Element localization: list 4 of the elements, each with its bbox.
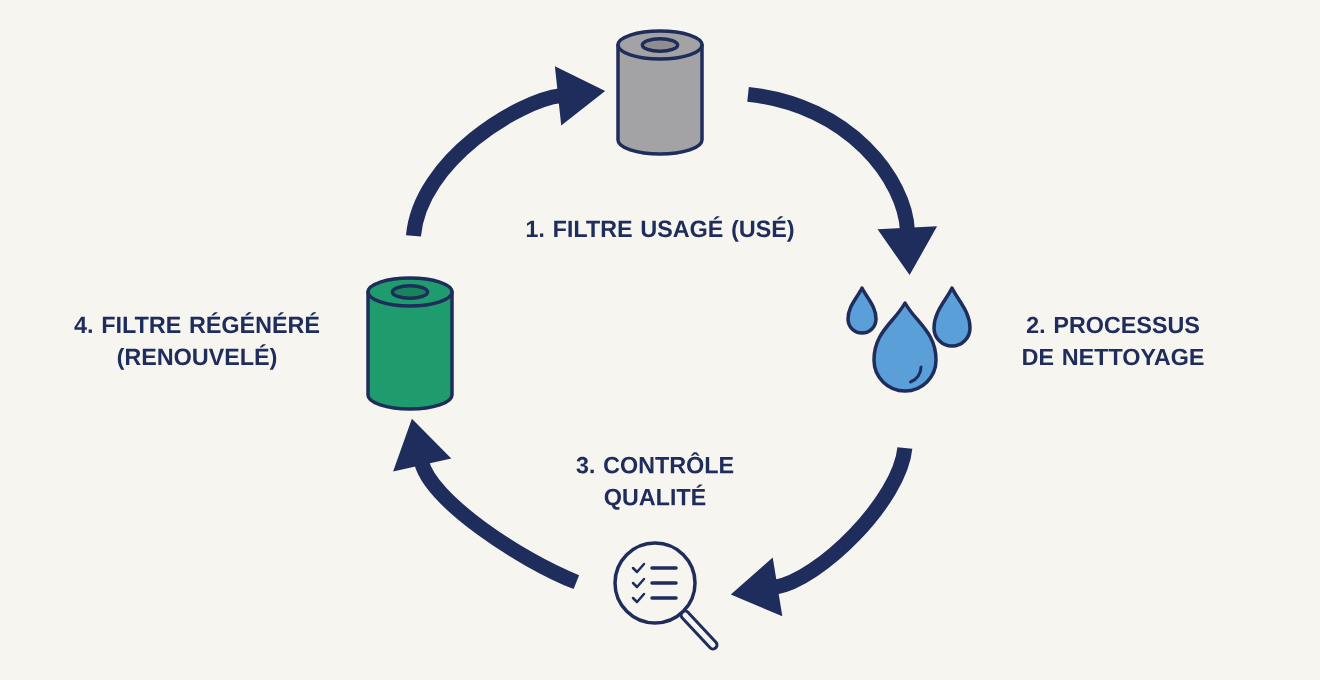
- step-label: 3. CONTRÔLE QUALITÉ: [576, 452, 734, 510]
- step-label: 4. FILTRE RÉGÉNÉRÉ (RENOUVELÉ): [74, 312, 320, 370]
- step-label: 1. FILTRE USAGÉ (USÉ): [526, 216, 794, 242]
- step-label: 2. PROCESSUS DE NETTOYAGE: [1023, 316, 1204, 366]
